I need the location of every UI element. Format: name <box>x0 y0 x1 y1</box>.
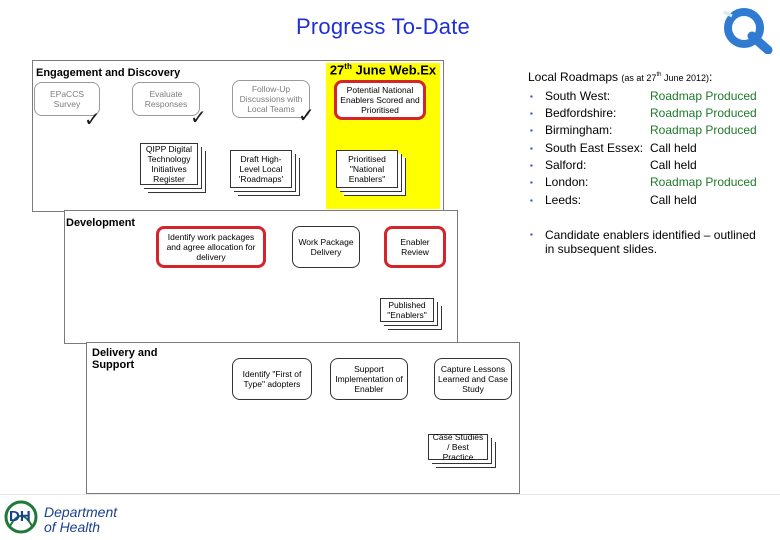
published-enablers-node: Published "Enablers" <box>380 298 434 322</box>
evaluate-responses-node: Evaluate Responses <box>132 82 200 116</box>
follow-up-discussions-node: Follow-Up Discussions with Local Teams <box>232 80 310 118</box>
candidate-enablers-note: ▪ Candidate enablers identified – outlin… <box>530 228 756 256</box>
webex-label: 27th June Web.Ex <box>329 62 437 78</box>
dh-logo-letters: DH <box>9 508 31 525</box>
roadmaps-heading: Local Roadmaps (as at 27th June 2012): <box>528 70 713 84</box>
case-studies-node: Case Studies / Best Practice <box>428 432 488 462</box>
engagement-panel-label: Engagement and Discovery <box>36 67 181 79</box>
dh-logo-text: Department of Health <box>44 504 118 535</box>
evaluate-checkmark-icon: ✓ <box>190 107 207 129</box>
qipp-register-node: QIPP Digital Technology Initiatives Regi… <box>140 143 198 185</box>
roadmap-item: ▪ Bedfordshire: Roadmap Produced <box>530 106 757 120</box>
dh-crest-icon <box>4 500 38 534</box>
roadmap-item: ▪ Birmingham: Roadmap Produced <box>530 123 757 137</box>
draft-roadmaps-node: Draft High-Level Local 'Roadmaps' <box>230 150 292 188</box>
development-panel-label: Development <box>66 217 136 229</box>
capture-lessons-node: Capture Lessons Learned and Case Study <box>434 358 512 400</box>
delivery-panel-label: Delivery and Support <box>92 347 158 371</box>
follow-up-checkmark-icon: ✓ <box>298 105 315 127</box>
roadmap-item: ▪ South West: Roadmap Produced <box>530 89 757 103</box>
page-title: Progress To-Date <box>296 14 470 39</box>
identify-work-packages-node: Identify work packages and agree allocat… <box>156 226 266 268</box>
roadmap-item: ▪ Leeds: Call held <box>530 193 697 207</box>
prioritised-enablers-node: Prioritised "National Enablers" <box>336 150 398 188</box>
epaccs-checkmark-icon: ✓ <box>84 109 101 131</box>
roadmap-item: ▪ Salford: Call held <box>530 158 697 172</box>
identify-first-of-type-node: Identify "First of Type" adopters <box>232 358 312 400</box>
q-logo-icon <box>723 8 773 54</box>
roadmap-item: ▪ London: Roadmap Produced <box>530 175 757 189</box>
enabler-review-node: Enabler Review <box>384 226 446 268</box>
epaccs-survey-node: EPaCCS Survey <box>34 82 100 116</box>
roadmap-item: ▪ South East Essex: Call held <box>530 141 697 155</box>
support-implementation-node: Support Implementation of Enabler <box>330 358 408 400</box>
work-package-delivery-node: Work Package Delivery <box>292 226 360 268</box>
potential-enablers-node: Potential National Enablers Scored and P… <box>334 80 426 120</box>
footer-divider <box>0 494 780 495</box>
